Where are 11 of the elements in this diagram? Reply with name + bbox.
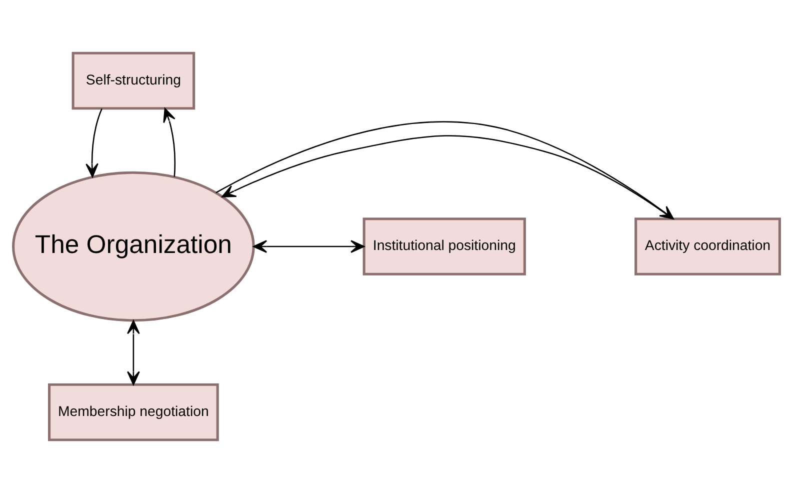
arrow [253, 240, 365, 252]
arrow [222, 134, 673, 219]
arrow [216, 120, 674, 219]
node-box: Activity coordination [634, 217, 781, 275]
node-box: Membership negotiation [48, 382, 219, 441]
node-box: Self-structuring [72, 51, 196, 110]
arrow [163, 107, 176, 176]
arrow [127, 320, 140, 385]
node-ellipse: The Organization [12, 170, 255, 322]
arrow [86, 108, 102, 177]
node-box: Institutional positioning [362, 217, 526, 275]
